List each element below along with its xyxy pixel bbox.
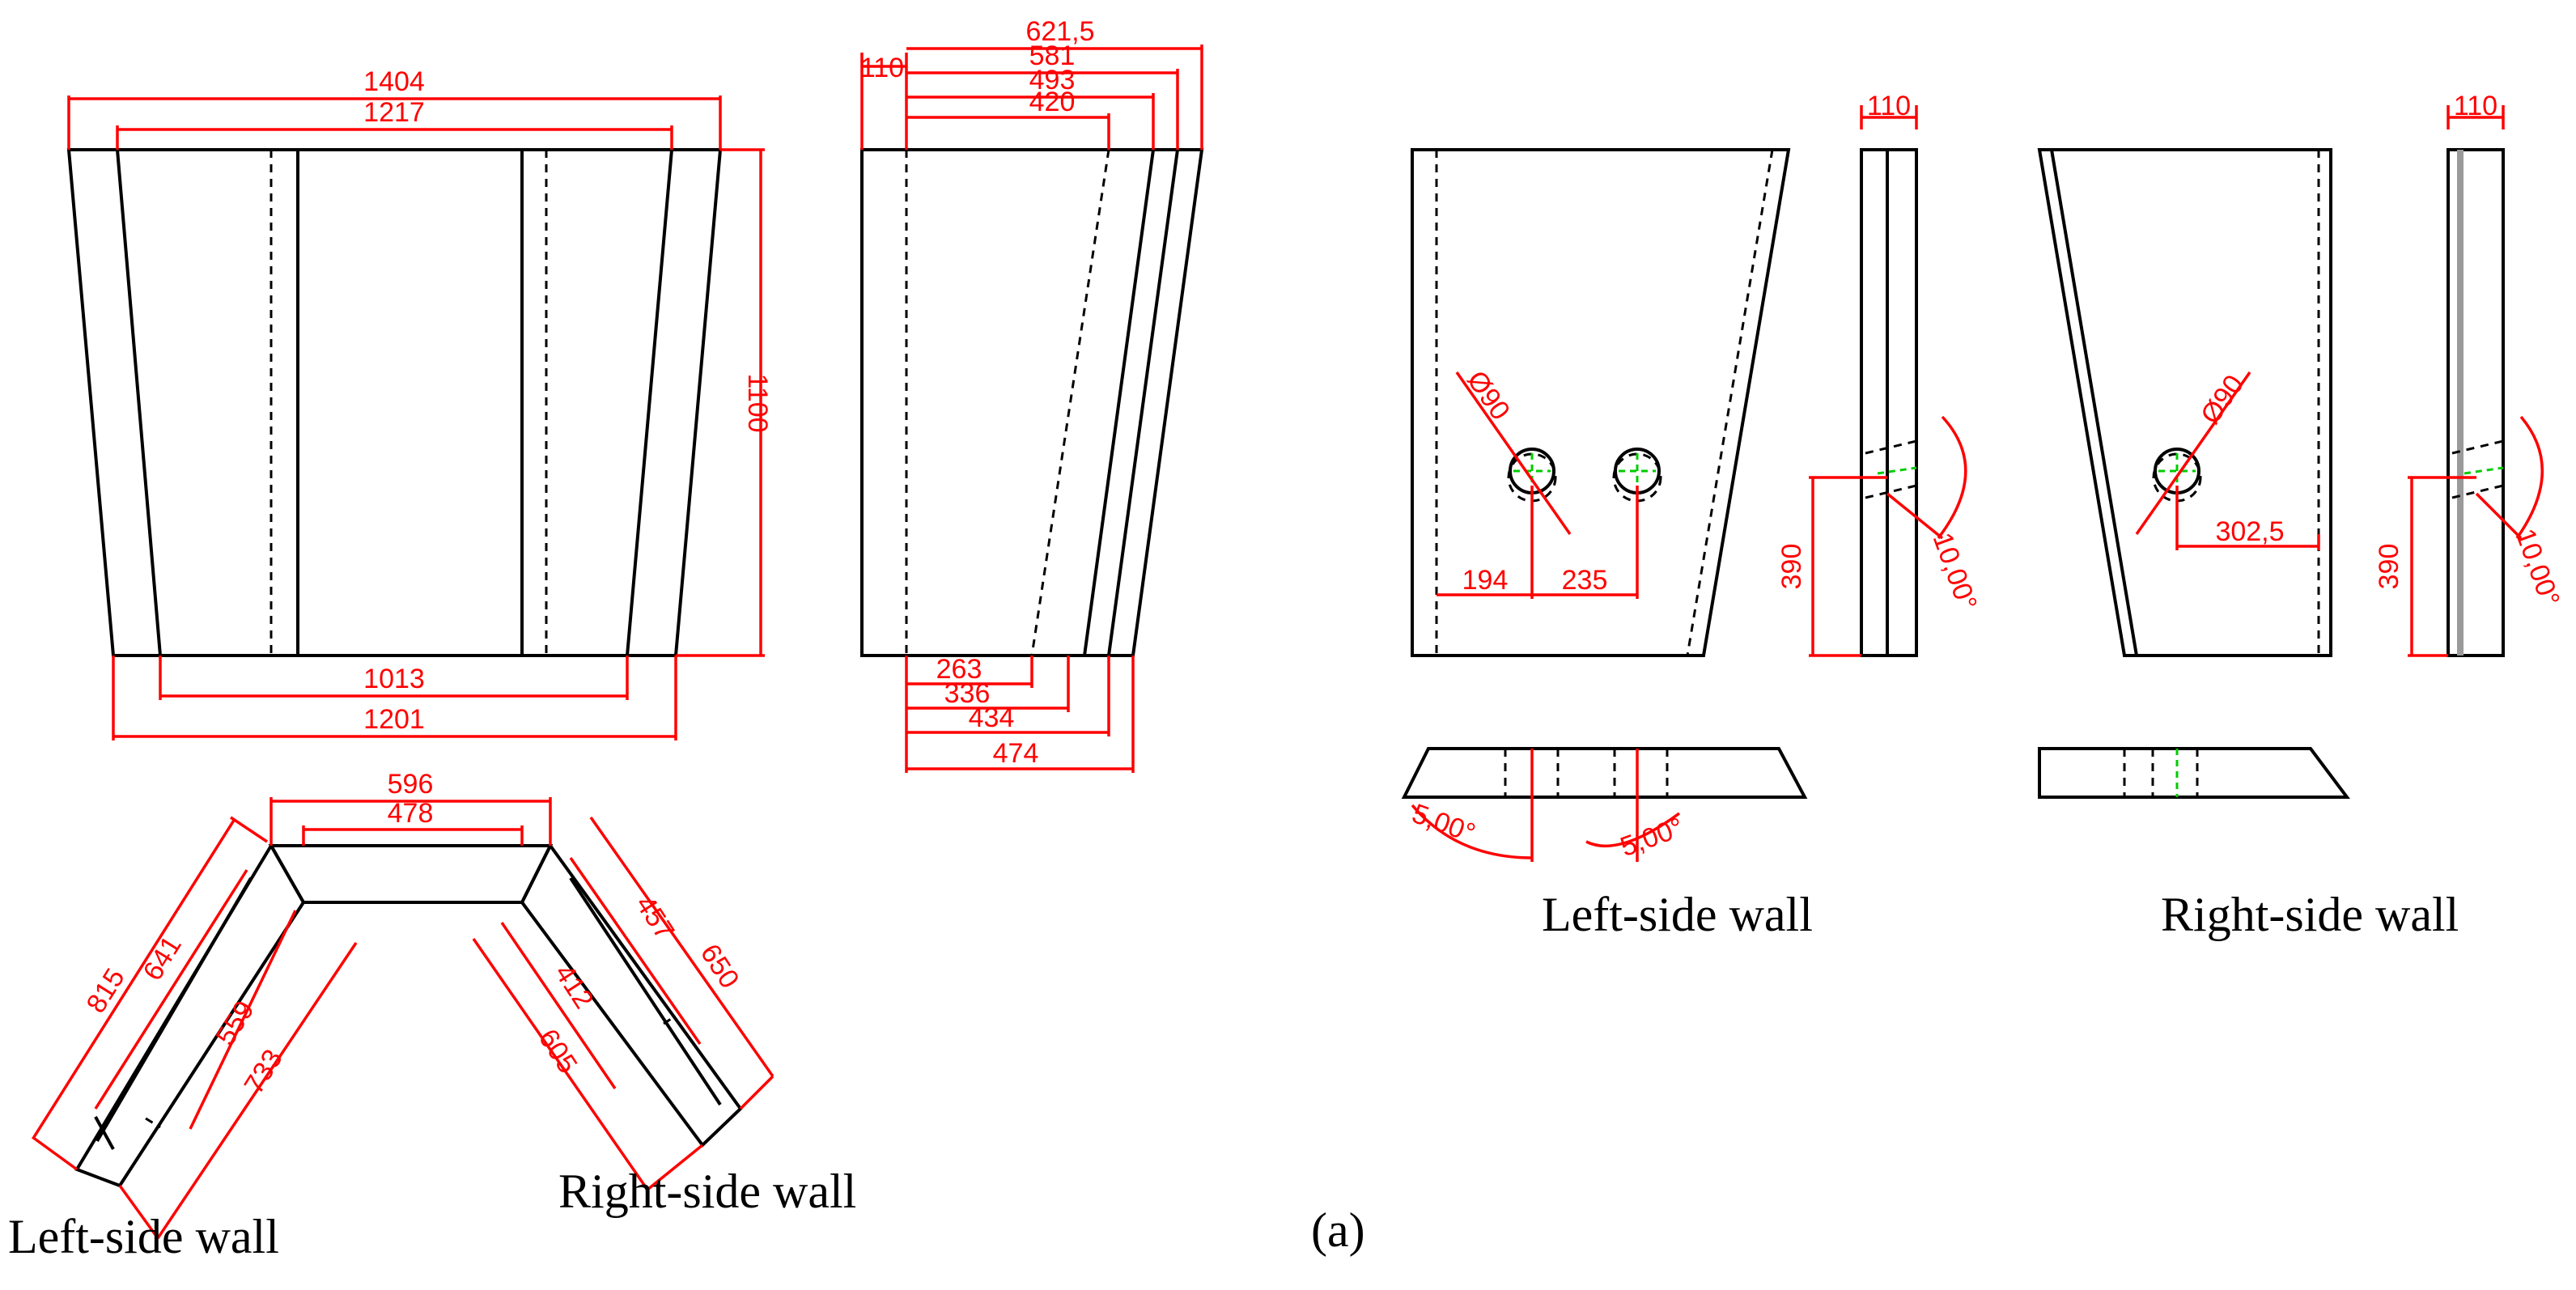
left-side-wall-detail: Ø90 194 235 110 390 10,00°	[1401, 91, 1983, 863]
dim-10deg-left: 10,00°	[1927, 528, 1983, 614]
dim-1217: 1217	[363, 97, 425, 128]
plan-right-wing	[520, 842, 743, 1148]
right-wall-side-outline	[2447, 148, 2505, 657]
caption-right-side-wall-b: Right-side wall	[2161, 888, 2459, 941]
dim-474: 474	[993, 738, 1039, 769]
dim-phi90-right: Ø90	[2195, 369, 2250, 429]
dim-336: 336	[944, 678, 991, 709]
dim-596: 596	[388, 769, 434, 800]
front-inner-outline	[115, 148, 674, 657]
plan-center-panel	[268, 844, 554, 904]
dim-434: 434	[969, 702, 1015, 733]
right-wall-front-outline	[2037, 148, 2332, 657]
dim-1201: 1201	[363, 704, 425, 735]
dim-493: 493	[1029, 65, 1076, 95]
dim-621-5: 621,5	[1025, 16, 1094, 47]
dim-420: 420	[1029, 87, 1076, 117]
dim-1404: 1404	[363, 66, 425, 97]
dim-5deg-right: 5,00°	[1616, 812, 1687, 863]
dim-1013: 1013	[363, 664, 425, 694]
dim-194: 194	[1462, 565, 1509, 596]
dim-110-left-wall: 110	[1867, 91, 1911, 121]
panel-label: (a)	[1311, 1203, 1365, 1257]
right-wall-plan-outline	[2038, 747, 2350, 799]
caption-left-side-wall-b: Left-side wall	[1542, 888, 1813, 941]
dim-390-left: 390	[1776, 544, 1807, 590]
dim-110-right-wall: 110	[2454, 91, 2497, 121]
dim-302-5: 302,5	[2215, 516, 2284, 547]
dim-581: 581	[1029, 40, 1076, 71]
dim-10deg-right: 10,00°	[2510, 524, 2565, 610]
side-view: 110 621,5 581 493 420 263 336 434 474	[860, 16, 1204, 773]
caption-right-side-wall-a: Right-side wall	[558, 1165, 856, 1218]
front-outline	[66, 148, 723, 657]
front-view: 1404 1217 1100 1013 1201	[66, 66, 773, 740]
side-outline	[860, 148, 1204, 657]
left-wall-front-outline	[1411, 148, 1791, 657]
dim-390-right: 390	[2374, 544, 2404, 590]
left-wall-plan-outline	[1401, 747, 1808, 799]
dim-110-side: 110	[860, 53, 904, 83]
right-side-wall-detail: Ø90 302,5 110 390 10,00°	[2037, 91, 2565, 799]
dim-478: 478	[388, 798, 434, 829]
dim-235: 235	[1562, 565, 1608, 596]
dim-263: 263	[936, 654, 982, 685]
dim-1100: 1100	[742, 373, 773, 432]
dim-650: 650	[694, 939, 745, 994]
dim-457: 457	[630, 890, 681, 945]
dim-559: 559	[210, 995, 261, 1050]
dim-phi90-left: Ø90	[1461, 365, 1516, 425]
dim-815: 815	[81, 963, 131, 1018]
dim-412: 412	[549, 959, 600, 1014]
caption-left-side-wall-a: Left-side wall	[8, 1210, 279, 1263]
dim-5deg-left: 5,00°	[1408, 798, 1479, 849]
